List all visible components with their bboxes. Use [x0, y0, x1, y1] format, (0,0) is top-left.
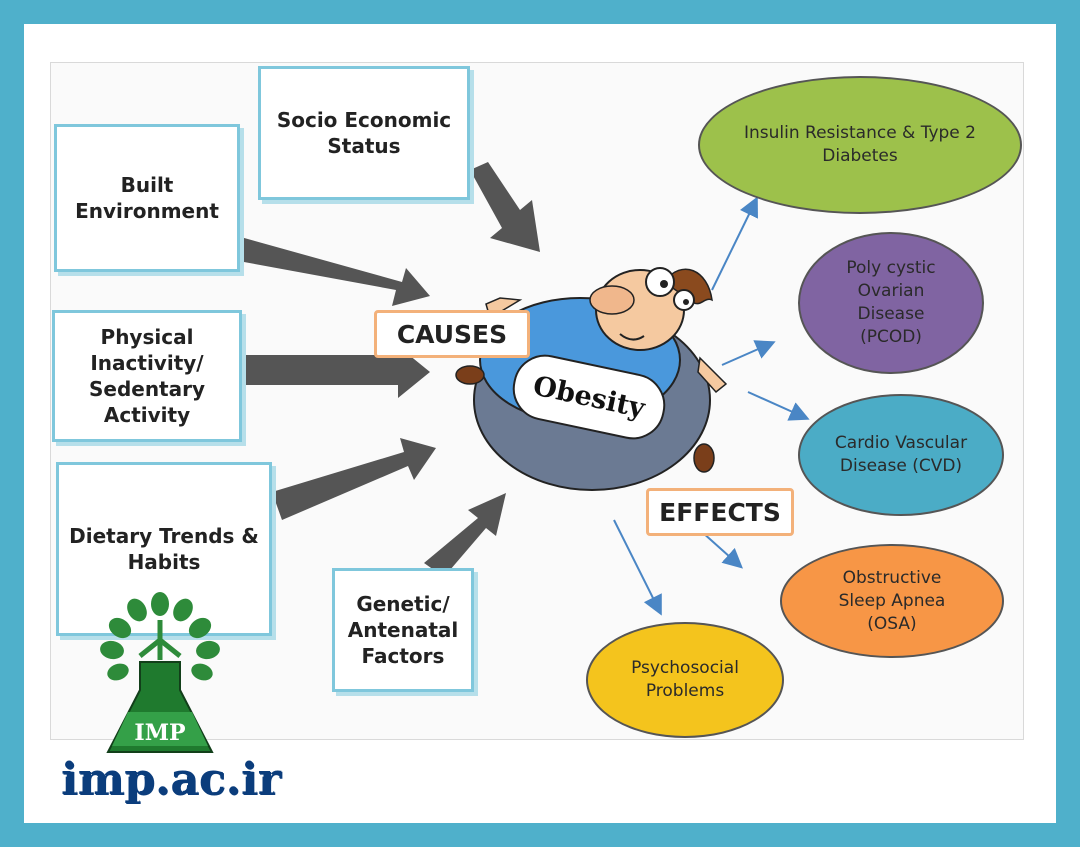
cause-dietary-label: Dietary Trends & Habits	[69, 524, 259, 574]
arrow-to-psycho	[613, 519, 662, 616]
arrow-built	[237, 236, 430, 306]
cause-built-environment: Built Environment	[54, 124, 240, 272]
site-url[interactable]: imp.ac.ir	[62, 755, 282, 806]
effect-psychosocial: Psychosocial Problems	[586, 622, 784, 738]
arrow-dietary	[272, 438, 436, 520]
effect-cvd-label: Cardio Vascular Disease (CVD)	[834, 433, 968, 476]
cause-built-label: Built Environment	[75, 173, 219, 223]
effect-diabetes-label: Insulin Resistance & Type 2 Diabetes	[744, 123, 976, 166]
effect-cvd: Cardio Vascular Disease (CVD)	[798, 394, 1004, 516]
cause-genetic-label: Genetic/ Antenatal Factors	[347, 592, 459, 668]
arrow-to-diabetes	[711, 196, 758, 291]
arrow-socio	[470, 162, 540, 252]
causes-label-text: CAUSES	[396, 319, 508, 349]
arrow-genetic	[424, 493, 506, 577]
effect-psycho-label: Psychosocial Problems	[631, 658, 739, 701]
cause-physical-inactivity: Physical Inactivity/ Sedentary Activity	[52, 310, 242, 442]
cause-socio-label: Socio Economic Status	[276, 108, 452, 158]
effects-label: EFFECTS	[646, 488, 794, 536]
arrow-physical	[240, 346, 430, 398]
arrow-to-pcod	[721, 340, 776, 366]
imp-logo-text: IMP	[134, 720, 185, 746]
effects-label-text: EFFECTS	[659, 497, 781, 527]
effect-pcod-label: Poly cystic Ovarian Disease (PCOD)	[846, 258, 936, 347]
cause-genetic: Genetic/ Antenatal Factors	[332, 568, 474, 692]
arrow-to-cvd	[747, 391, 810, 421]
causes-label: CAUSES	[374, 310, 530, 358]
effect-osa-label: Obstructive Sleep Apnea (OSA)	[838, 567, 946, 634]
cause-socio-economic: Socio Economic Status	[258, 66, 470, 200]
arrow-to-osa	[701, 531, 743, 569]
effect-osa: Obstructive Sleep Apnea (OSA)	[780, 544, 1004, 658]
effect-diabetes: Insulin Resistance & Type 2 Diabetes	[698, 76, 1022, 214]
effect-pcod: Poly cystic Ovarian Disease (PCOD)	[798, 232, 984, 374]
cause-physical-label: Physical Inactivity/ Sedentary Activity	[88, 325, 206, 427]
